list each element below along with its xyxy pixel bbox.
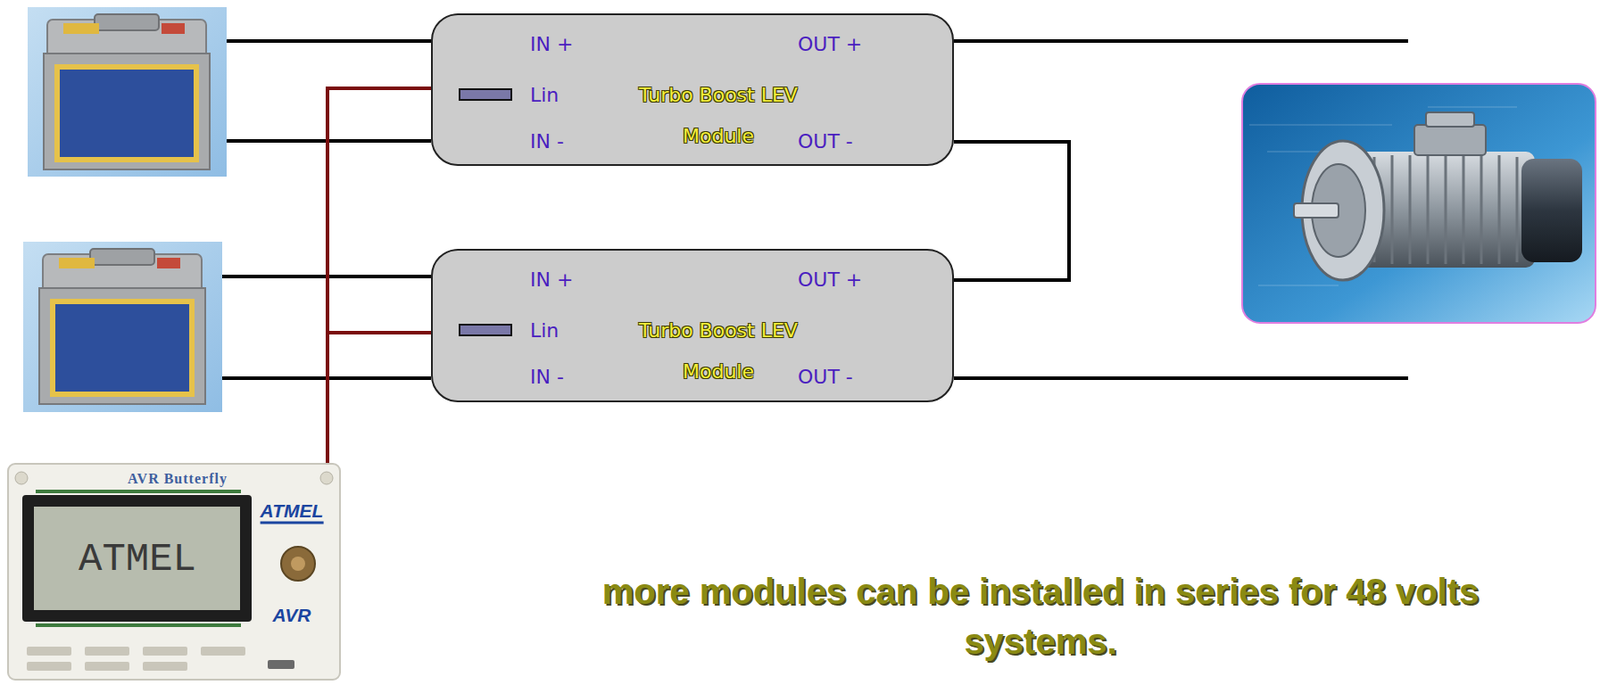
battery-picture	[27, 7, 227, 177]
module-box: IN + OUT + Lin Turbo Boost LEV Module IN - OU…	[431, 248, 954, 403]
pin-label: Lin	[530, 82, 559, 108]
motor-picture	[1242, 83, 1596, 324]
board-name: AVR Butterfly	[127, 471, 228, 488]
module-title: Turbo Boost LEV Module	[615, 74, 821, 158]
brand-logo: AVR	[273, 605, 312, 627]
module-title: Turbo Boost LEV Module	[615, 310, 821, 393]
battery-picture	[23, 241, 223, 413]
avr-butterfly-board	[8, 464, 340, 680]
port-label: OUT -	[797, 129, 854, 155]
port-label: IN -	[530, 129, 564, 155]
module-box: IN + OUT + Lin Turbo Boost LEV Module IN - OU…	[431, 13, 954, 166]
series-wire	[953, 141, 1070, 281]
port-label: OUT +	[797, 32, 863, 58]
lin-connector	[458, 88, 513, 101]
lin-connector	[458, 323, 513, 337]
pin-label: Lin	[530, 318, 559, 344]
port-label: IN -	[530, 364, 564, 390]
lcd-text: ATMEL	[78, 537, 197, 582]
port-label: OUT -	[797, 364, 854, 390]
lin-bus-wire	[327, 88, 432, 465]
port-label: IN +	[530, 32, 573, 58]
port-label: OUT +	[797, 267, 863, 293]
port-label: IN +	[530, 267, 573, 293]
brand-logo: ATMEL	[260, 500, 324, 525]
caption-note: more modules can be installed in series …	[558, 566, 1523, 667]
